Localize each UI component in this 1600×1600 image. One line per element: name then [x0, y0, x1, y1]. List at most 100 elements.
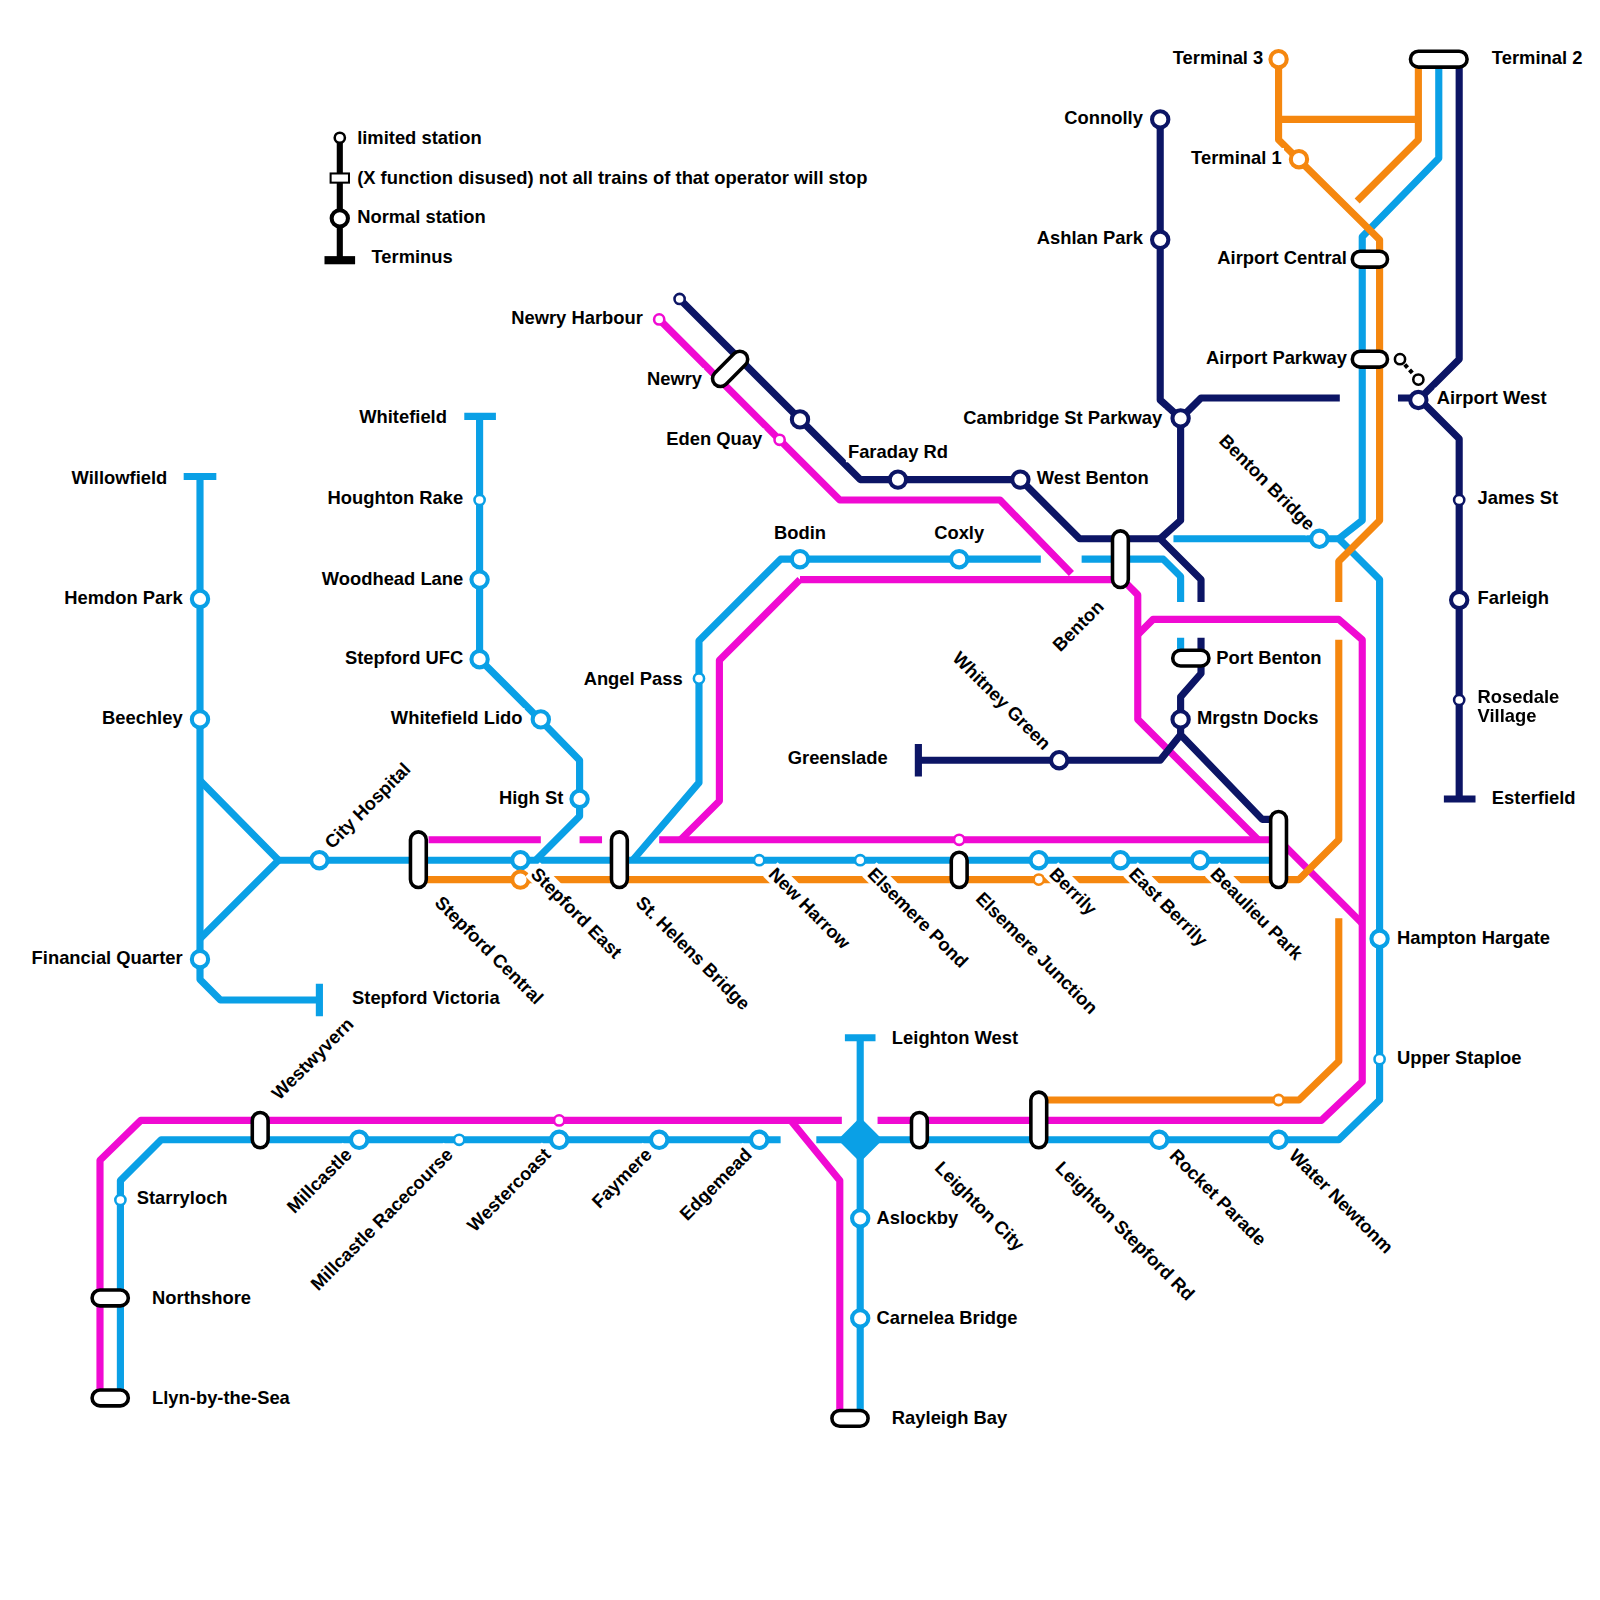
station-dot	[551, 1132, 567, 1148]
station-label: St. Helens Bridge	[631, 891, 756, 1016]
limited-dot	[855, 855, 865, 865]
station-dot	[890, 471, 906, 487]
line	[120, 1140, 780, 1398]
station-dot	[792, 551, 808, 567]
station-label: Newry Harbour	[509, 308, 645, 328]
station-label: Woodhead Lane	[320, 568, 466, 588]
station-label: Stepford Victoria	[350, 988, 502, 1008]
interchange	[100, 59, 1459, 1418]
station-dot	[512, 852, 528, 868]
magenta-stations	[554, 314, 964, 1125]
limited-dot	[954, 835, 964, 845]
station-dot	[1012, 471, 1028, 487]
station-dot	[471, 651, 487, 667]
line	[1339, 59, 1439, 539]
station-label: Rayleigh Bay	[890, 1408, 1009, 1428]
station-dot	[951, 551, 967, 567]
line	[681, 580, 800, 840]
station-label: Beaulieu Park	[1205, 862, 1308, 965]
station-label: East Berrily	[1123, 862, 1213, 952]
station-label: Terminal 3	[1171, 48, 1266, 68]
station-label: Whitefield Lido	[389, 708, 525, 728]
limited-dot	[1454, 495, 1464, 505]
station-dot	[1112, 852, 1128, 868]
station-label: Ashlan Park	[1035, 228, 1145, 248]
station-label: Whitefield	[357, 407, 449, 427]
station-dot	[1051, 752, 1067, 768]
station-label: Eden Quay	[664, 429, 764, 449]
line	[480, 416, 580, 860]
station-dot	[471, 571, 487, 587]
station-label: High St	[497, 788, 565, 808]
legend-normal	[332, 210, 348, 226]
terminus-bar	[184, 416, 876, 1037]
legend-line	[337, 138, 343, 260]
station-label: Faraday Rd	[846, 442, 950, 462]
station-label: Carnelea Bridge	[874, 1308, 1019, 1328]
limited-dot	[674, 294, 684, 304]
station-label: James St	[1476, 488, 1561, 508]
station-label: Farleigh	[1476, 588, 1552, 608]
station-label: Port Benton	[1214, 648, 1323, 668]
station-label: Stepford East	[525, 862, 627, 964]
station-label: Water Newtonm	[1284, 1144, 1399, 1259]
station-label: Whitney Green	[947, 646, 1056, 755]
station-dot	[192, 711, 208, 727]
limited-dot	[554, 1115, 564, 1125]
station-dot	[1151, 1132, 1167, 1148]
station-label: Airport Parkway	[1204, 348, 1349, 368]
legend-limited	[335, 133, 345, 143]
blue-stations	[192, 531, 1388, 1327]
station-label: Aslockby	[874, 1208, 960, 1228]
station-dot	[1291, 151, 1307, 167]
station-dot	[1270, 51, 1286, 67]
station-label: Westwyvern	[266, 1012, 359, 1105]
station-dot	[351, 1132, 367, 1148]
station-label: Angel Pass	[582, 668, 685, 688]
station-label: Rosedale Village	[1476, 688, 1562, 727]
station-label: Coxly	[932, 522, 986, 542]
orange-lines	[418, 59, 1418, 1100]
station-dot	[311, 852, 327, 868]
station-label: Bodin	[772, 522, 828, 542]
station-dot	[651, 1132, 667, 1148]
station-dot	[1410, 392, 1426, 408]
limited-dot	[1374, 1054, 1384, 1064]
limited-dot	[454, 1135, 464, 1145]
station-dot	[512, 871, 528, 887]
station-dot	[1031, 852, 1047, 868]
station-dot	[1311, 531, 1327, 547]
interchange-outline	[100, 59, 1459, 1418]
station-label: Leighton City	[930, 1156, 1030, 1256]
legend-disused	[331, 173, 349, 182]
station-label: Berrily	[1044, 862, 1102, 920]
station-label: Beechley	[100, 708, 185, 728]
station-label: Elsemere Pond	[862, 862, 973, 973]
interchange	[100, 59, 1459, 1418]
line	[1279, 67, 1419, 201]
legend-text: Normal station	[355, 207, 488, 227]
line	[1160, 119, 1340, 538]
station-label: Faymere	[586, 1143, 657, 1214]
station-label: Leighton West	[890, 1028, 1020, 1048]
station-label: Leighton Stepford Rd	[1050, 1156, 1200, 1306]
limited-dot	[774, 435, 784, 445]
limited-dot	[1395, 354, 1405, 364]
station-label: Benton	[1047, 595, 1109, 657]
junction-diamond	[838, 1117, 883, 1162]
station-label: Greenslade	[786, 748, 890, 768]
station-dot	[1270, 1132, 1286, 1148]
limited-dot	[1454, 695, 1464, 705]
station-label: City Hospital	[319, 757, 416, 854]
limited-dot	[1413, 374, 1423, 384]
station-label: Edgemead	[674, 1143, 757, 1226]
station-dot	[571, 791, 587, 807]
station-label: Houghton Rake	[326, 488, 466, 508]
station-dot	[1192, 852, 1208, 868]
station-label: Hemdon Park	[62, 588, 184, 608]
station-label: Hampton Hargate	[1395, 928, 1552, 948]
station-label: Cambridge St Parkway	[961, 408, 1164, 428]
